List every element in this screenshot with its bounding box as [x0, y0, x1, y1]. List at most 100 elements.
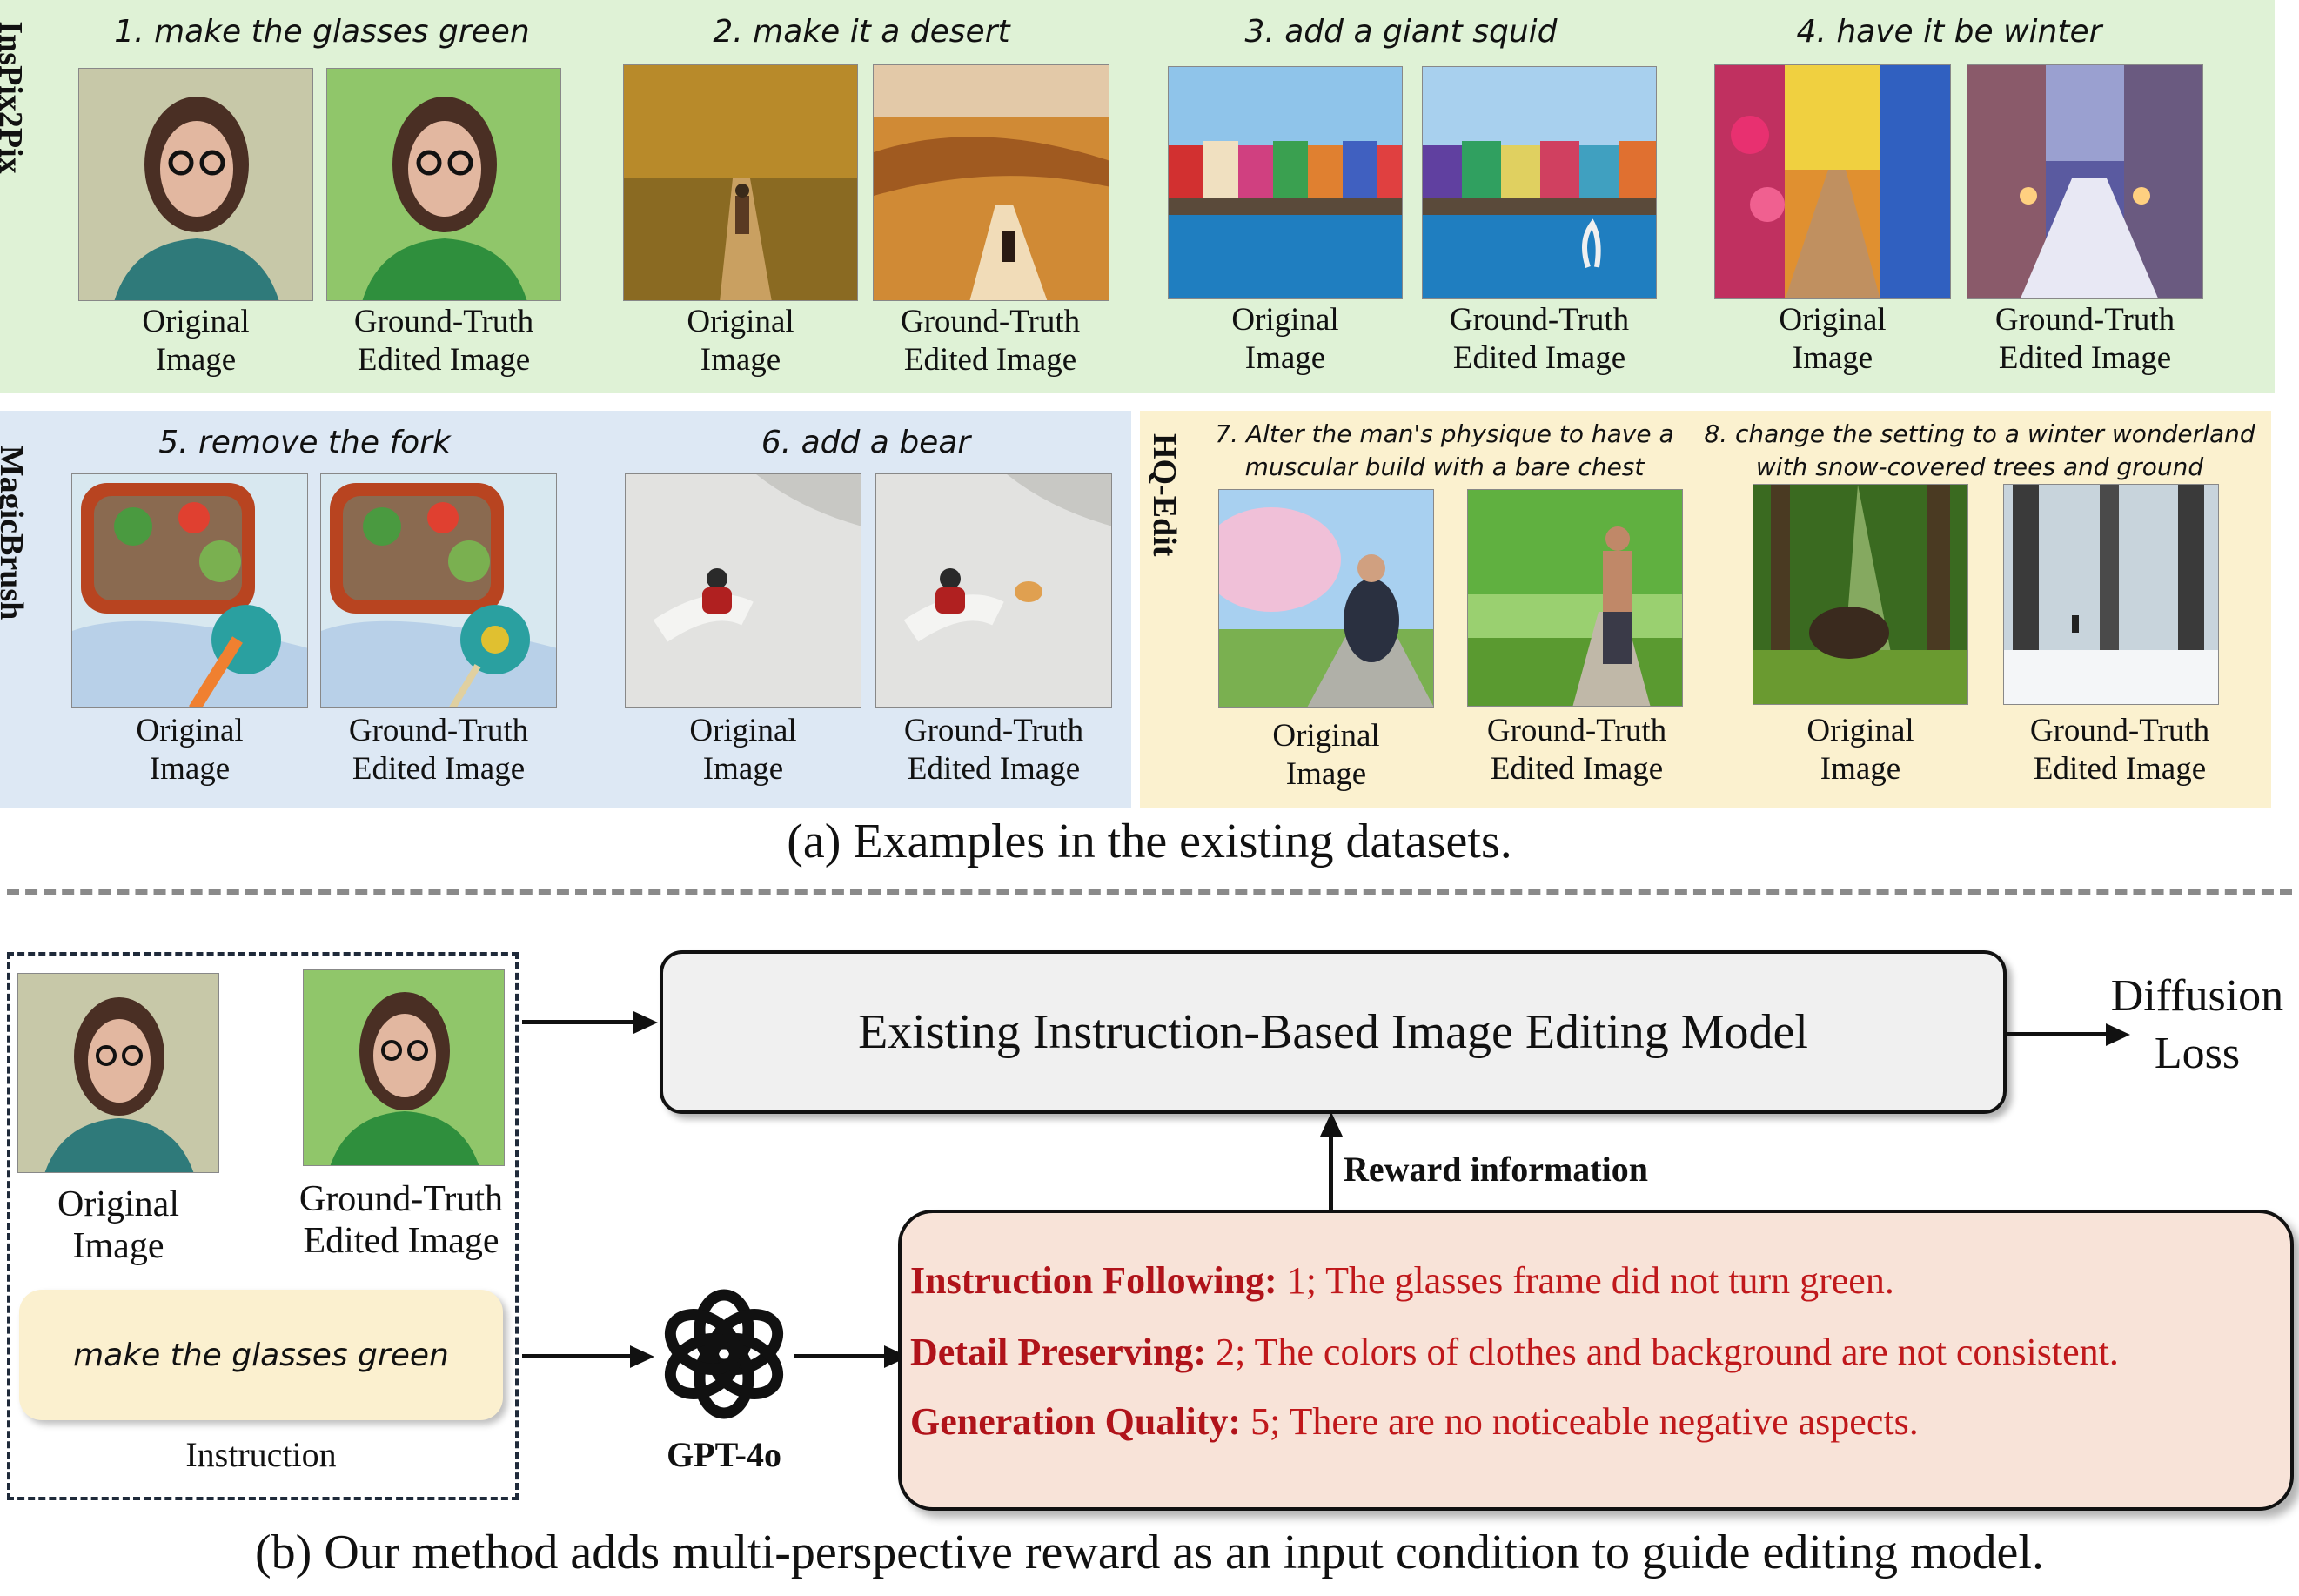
- edited-image-label: Edited Image: [907, 751, 1081, 787]
- reward-generation-quality: Generation Quality: 5; There are no noti…: [910, 1399, 1919, 1444]
- image-label: Image: [1792, 340, 1873, 376]
- example-4-original-image: [1714, 64, 1951, 299]
- method-edited-image: [303, 969, 505, 1166]
- arrow-reward-to-model-head: [1320, 1112, 1343, 1137]
- example-7-edited-caption: Ground-Truth Edited Image: [1450, 712, 1704, 788]
- example-3-original-caption: Original Image: [1168, 301, 1403, 378]
- edited-image-label: Edited Image: [357, 342, 531, 378]
- reward-instruction-following: Instruction Following: 1; The glasses fr…: [910, 1258, 1894, 1303]
- example-5-original-image: [71, 473, 308, 708]
- ground-truth-label: Ground-Truth: [298, 1179, 504, 1219]
- reward-detail-preserving: Detail Preserving: 2; The colors of clot…: [910, 1330, 2119, 1374]
- image-label: Image: [1285, 756, 1367, 792]
- edited-image-label: Edited Image: [352, 751, 526, 787]
- arrow-gpt-to-reward: [794, 1354, 889, 1358]
- edited-image-label: Edited Image: [2033, 751, 2207, 787]
- ground-truth-label: Ground-Truth: [1486, 713, 1667, 748]
- image-label: Image: [155, 342, 237, 378]
- ground-truth-label: Ground-Truth: [900, 304, 1081, 339]
- edited-image-label: Edited Image: [903, 342, 1077, 378]
- example-1-original-image: [78, 68, 313, 301]
- original-label: Original: [1231, 302, 1339, 338]
- instruction-8: 8. change the setting to a winter wonder…: [1704, 419, 2255, 481]
- section-divider: [7, 889, 2292, 895]
- gpt-label: GPT-4o: [667, 1435, 781, 1474]
- instruction-label: Instruction: [185, 1435, 337, 1474]
- edited-image-label: Edited Image: [1452, 340, 1626, 376]
- arrow-to-gpt-head: [630, 1345, 654, 1368]
- arrow-to-loss: [2005, 1032, 2111, 1036]
- example-7-original-caption: Original Image: [1210, 717, 1443, 794]
- instruction-1: 1. make the glasses green: [114, 14, 530, 50]
- original-label: Original: [689, 713, 797, 748]
- original-label: Original: [57, 1184, 179, 1224]
- example-1-edited-caption: Ground-Truth Edited Image: [326, 303, 561, 379]
- magicbrush-label: MagicBrush: [0, 445, 30, 620]
- image-label: Image: [1244, 340, 1326, 376]
- reward-label: Instruction Following:: [910, 1259, 1277, 1302]
- image-label: Image: [702, 751, 784, 787]
- original-label: Original: [136, 713, 244, 748]
- hqedit-label: HQ-Edit: [1146, 433, 1183, 557]
- arrow-to-model: [522, 1020, 640, 1024]
- ground-truth-label: Ground-Truth: [1449, 302, 1630, 338]
- example-8-original-caption: Original Image: [1753, 712, 1968, 788]
- ground-truth-label: Ground-Truth: [1994, 302, 2175, 338]
- caption-a: (a) Examples in the existing datasets.: [787, 815, 1512, 868]
- editing-model-box: Existing Instruction-Based Image Editing…: [660, 950, 2007, 1114]
- original-label: Original: [1272, 718, 1380, 754]
- original-label: Original: [142, 304, 250, 339]
- example-5-edited-caption: Ground-Truth Edited Image: [312, 712, 566, 788]
- reward-box: Instruction Following: 1; The glasses fr…: [898, 1210, 2294, 1511]
- example-8-original-image: [1753, 484, 1968, 705]
- ground-truth-label: Ground-Truth: [348, 713, 529, 748]
- loss-label: Loss: [2154, 1029, 2241, 1078]
- original-label: Original: [1779, 302, 1887, 338]
- arrow-to-gpt: [522, 1354, 635, 1358]
- instruction-5: 5. remove the fork: [158, 425, 451, 460]
- example-6-original-caption: Original Image: [625, 712, 861, 788]
- method-edited-caption: Ground-Truth Edited Image: [275, 1178, 527, 1262]
- example-6-original-image: [625, 473, 861, 708]
- ground-truth-label: Ground-Truth: [903, 713, 1084, 748]
- diffusion-loss-label: Diffusion Loss: [2097, 968, 2297, 1083]
- ground-truth-label: Ground-Truth: [353, 304, 534, 339]
- example-5-edited-image: [320, 473, 557, 708]
- input-group: [7, 952, 519, 1500]
- original-label: Original: [687, 304, 794, 339]
- image-label: Image: [1820, 751, 1901, 787]
- example-3-edited-caption: Ground-Truth Edited Image: [1413, 301, 1666, 378]
- example-4-edited-image: [1967, 64, 2203, 299]
- example-5-original-caption: Original Image: [71, 712, 308, 788]
- example-3-edited-image: [1422, 66, 1657, 299]
- instruction-box: make the glasses green: [19, 1290, 503, 1420]
- example-3-original-image: [1168, 66, 1403, 299]
- example-2-original-image: [623, 64, 858, 301]
- edited-image-label: Edited Image: [1490, 751, 1664, 787]
- example-7-edited-image: [1467, 489, 1683, 707]
- example-6-edited-caption: Ground-Truth Edited Image: [867, 712, 1121, 788]
- example-2-original-caption: Original Image: [623, 303, 858, 379]
- reward-text: 2; The colors of clothes and background …: [1206, 1331, 2119, 1373]
- reward-label: Generation Quality:: [910, 1400, 1242, 1443]
- image-label: Image: [72, 1226, 164, 1266]
- example-4-original-caption: Original Image: [1714, 301, 1951, 378]
- instruction-7: 7. Alter the man's physique to have a mu…: [1215, 419, 1674, 481]
- reward-label: Detail Preserving:: [910, 1331, 1207, 1373]
- image-label: Image: [700, 342, 781, 378]
- reward-information-label: Reward information: [1344, 1150, 1648, 1189]
- example-2-edited-image: [873, 64, 1109, 301]
- gpt-logo-icon: [664, 1289, 784, 1419]
- editing-model-label: Existing Instruction-Based Image Editing…: [858, 1005, 1808, 1059]
- caption-b: (b) Our method adds multi-perspective re…: [255, 1526, 2044, 1579]
- arrow-to-loss-head: [2106, 1023, 2130, 1046]
- ground-truth-label: Ground-Truth: [2029, 713, 2210, 748]
- example-1-edited-image: [326, 68, 561, 301]
- inspix2pix-label: InsPix2Pix: [0, 21, 29, 174]
- method-original-image: [17, 973, 219, 1173]
- diffusion-label: Diffusion: [2110, 971, 2284, 1021]
- example-4-edited-caption: Ground-Truth Edited Image: [1958, 301, 2212, 378]
- instruction-4: 4. have it be winter: [1796, 14, 2102, 50]
- example-2-edited-caption: Ground-Truth Edited Image: [864, 303, 1116, 379]
- instruction-3: 3. add a giant squid: [1244, 14, 1558, 50]
